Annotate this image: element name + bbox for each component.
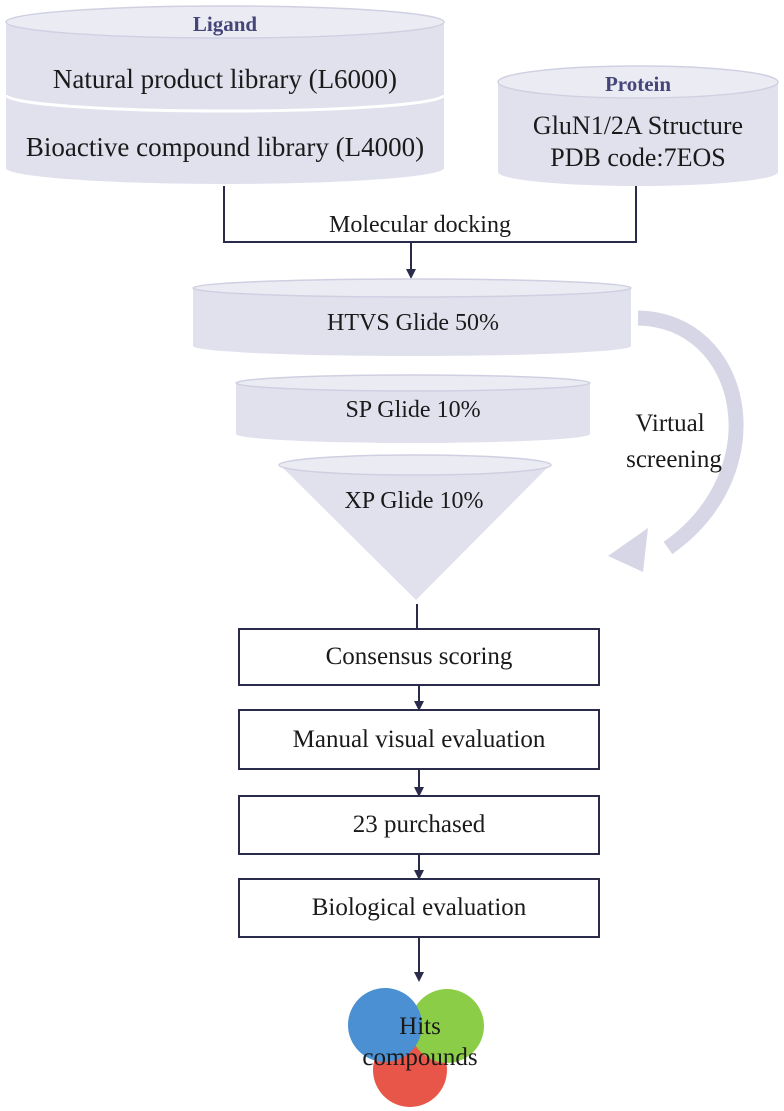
biological-evaluation-step: Biological evaluation: [238, 878, 600, 938]
manual-visual-evaluation-step: Manual visual evaluation: [238, 709, 600, 770]
virtual-screening-label-2: screening: [626, 446, 722, 473]
purchased-step: 23 purchased: [238, 795, 600, 855]
virtual-screening-arrow: [608, 310, 744, 572]
consensus-scoring-step: Consensus scoring: [238, 628, 600, 686]
hits-circle-blue: [348, 988, 422, 1062]
htvs-glide-label: HTVS Glide 50%: [327, 310, 499, 336]
natural-product-library-label: Natural product library (L6000): [52, 64, 398, 94]
hits-label: Hits: [399, 1013, 441, 1040]
compounds-label: compounds: [362, 1044, 478, 1071]
virtual-screening-label-1: Virtual: [635, 410, 705, 437]
htvs-disc: [192, 278, 632, 356]
ligand-header: Ligand: [192, 12, 258, 36]
bioactive-compound-library-label: Bioactive compound library (L4000): [25, 132, 425, 162]
hits-venn: [348, 988, 484, 1107]
protein-header: Protein: [604, 72, 672, 96]
docking-connector: [223, 186, 637, 279]
xp-cone: [278, 454, 552, 600]
step-connectors: [414, 604, 424, 982]
protein-structure-label: GluN1/2A Structure: [532, 111, 744, 140]
sp-glide-label: SP Glide 10%: [345, 397, 481, 423]
hits-circle-green: [410, 989, 484, 1063]
protein-database-cylinder: [497, 65, 779, 186]
ligand-database-cylinder: [4, 5, 446, 184]
pdb-code-label: PDB code:7EOS: [550, 143, 726, 172]
xp-glide-label: XP Glide 10%: [344, 488, 484, 514]
molecular-docking-label: Molecular docking: [300, 212, 540, 239]
sp-disc: [235, 374, 591, 443]
